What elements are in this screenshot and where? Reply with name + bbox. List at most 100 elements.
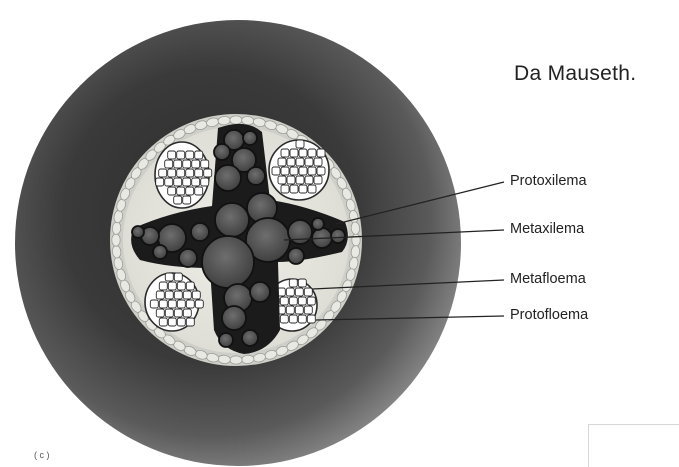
xylem-vessel [215,203,249,237]
phloem-cell [156,178,164,186]
label-protofloema: Protofloema [510,307,588,323]
phloem-cell [308,167,316,175]
panel-tag: ( c ) [34,450,50,460]
phloem-cell [195,169,203,177]
phloem-cell [165,309,173,317]
phloem-cell [278,176,286,184]
phloem-cell [286,288,294,296]
pericycle-cell [112,234,120,246]
phloem-cell [186,187,194,195]
phloem-cell [159,300,167,308]
xylem-vessel [222,306,246,330]
phloem-cell [168,169,176,177]
phloem-cell [281,149,289,157]
phloem-cell [192,291,200,299]
phloem-cell [307,297,315,305]
phloem-cell [201,178,209,186]
label-metaxilema: Metaxilema [510,221,584,237]
phloem-cell [289,279,297,287]
phloem-cell [168,282,176,290]
phloem-cell [290,149,298,157]
phloem-cell [186,300,194,308]
phloem-cell [174,160,182,168]
phloem-cell [165,291,173,299]
phloem-cell [304,306,312,314]
xylem-vessel [215,165,241,191]
phloem-cell [168,318,176,326]
phloem-cell [186,169,194,177]
phloem-cell [289,297,297,305]
phloem-cell [287,176,295,184]
phloem-cell [183,309,191,317]
phloem-cell [177,282,185,290]
phloem-cell [272,167,280,175]
phloem-cell [298,279,306,287]
phloem-cell [314,158,322,166]
xylem-vessel [247,167,265,185]
phloem-cell [295,288,303,296]
phloem-cell [168,151,176,159]
phloem-cell [280,297,288,305]
phloem-cell [299,167,307,175]
phloem-cell [317,149,325,157]
phloem-cell [317,167,325,175]
phloem-cell [192,178,200,186]
phloem-cell [308,185,316,193]
xylem-vessel [179,249,197,267]
phloem-cell [174,273,182,281]
phloem-cell [192,160,200,168]
phloem-cell [296,158,304,166]
xylem-vessel [243,131,257,145]
phloem-cell [307,315,315,323]
phloem-cell [174,309,182,317]
phloem-cell [305,176,313,184]
phloem-cell [168,187,176,195]
phloem-cell [314,176,322,184]
phloem-cell [296,176,304,184]
phloem-cell [183,160,191,168]
phloem-cell [183,196,191,204]
phloem-cell [186,151,194,159]
phloem-cell [177,169,185,177]
phloem-cell [195,187,203,195]
phloem-cell [174,291,182,299]
phloem-cell [156,291,164,299]
phloem-cell [165,160,173,168]
label-metafloema: Metafloema [510,271,586,287]
phloem-cell [174,178,182,186]
phloem-cell [296,140,304,148]
phloem-cell [204,169,212,177]
phloem-cell [289,315,297,323]
phloem-cell [183,178,191,186]
phloem-cell [165,273,173,281]
xylem-vessel [202,236,254,288]
pericycle-cell [230,356,242,364]
xylem-vessel [331,229,345,243]
xylem-vessel [288,220,312,244]
xylem-vessel [191,223,209,241]
phloem-cell [298,297,306,305]
phloem-cell [281,167,289,175]
phloem-cell [150,300,158,308]
phloem-cell [159,318,167,326]
label-protoxilema: Protoxilema [510,173,587,189]
xylem-vessel [132,226,144,238]
phloem-cell [299,149,307,157]
phloem-cell [298,315,306,323]
phloem-cell [304,288,312,296]
phloem-cell [195,151,203,159]
phloem-cell [305,158,313,166]
phloem-cell [159,169,167,177]
phloem-cell [174,196,182,204]
xylem-vessel [242,330,258,346]
phloem-cell [168,300,176,308]
corner-frame [588,424,679,467]
phloem-cell [177,151,185,159]
phloem-cell [165,178,173,186]
phloem-cell [159,282,167,290]
xylem-vessel [288,248,304,264]
phloem-cell [295,306,303,314]
phloem-cell [299,185,307,193]
xylem-vessel [214,144,230,160]
phloem-cell [183,291,191,299]
